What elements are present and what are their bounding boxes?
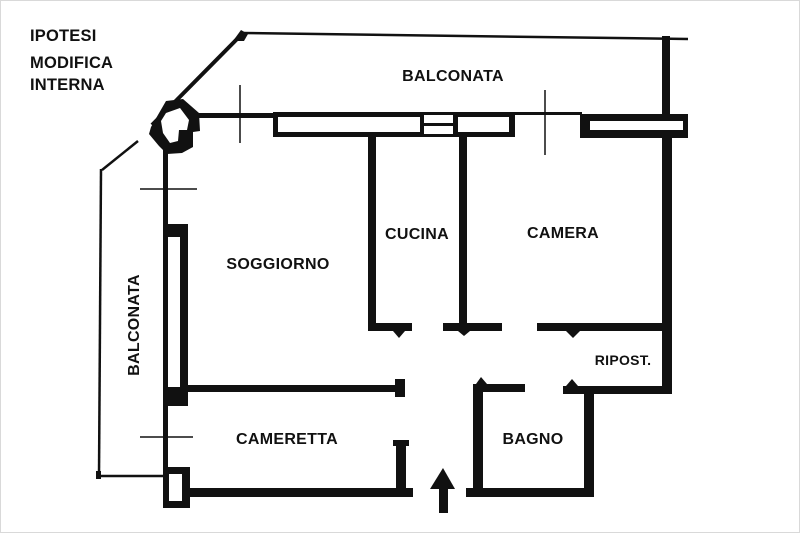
wall-segment <box>187 385 405 392</box>
window-glass <box>458 117 509 132</box>
wall-segment <box>188 488 413 497</box>
room-label-balconata-top: BALCONATA <box>402 68 504 85</box>
parapet-node <box>96 471 101 479</box>
room-label-cucina: CUCINA <box>385 226 449 243</box>
wall-segment <box>459 136 467 331</box>
door-mark <box>566 379 578 386</box>
room-label-camera: CAMERA <box>527 225 599 242</box>
wall-segment <box>515 112 582 115</box>
parapet-line-diagonal-low <box>101 140 139 171</box>
corner-pillar <box>149 99 200 154</box>
room-label-soggiorno: SOGGIORNO <box>226 256 329 273</box>
room-label-bagno: BAGNO <box>502 431 563 448</box>
wall-segment <box>563 386 672 394</box>
wall-segment <box>466 488 594 497</box>
entrance-arrow-icon <box>430 468 455 513</box>
arrow-head <box>430 468 455 489</box>
title-line-2: MODIFICA <box>30 54 113 72</box>
wall-segment <box>537 323 667 331</box>
wall-segment <box>473 384 525 392</box>
wall-segment <box>197 113 275 118</box>
wall-segment <box>662 137 672 394</box>
wall-segment <box>584 392 594 497</box>
room-label-ripostiglio: RIPOST. <box>595 352 652 368</box>
door-mark <box>458 331 470 336</box>
wall-end-cap <box>395 379 405 397</box>
pillar-inner <box>161 108 189 143</box>
balcony-door-glass <box>424 115 453 123</box>
wall-segment <box>443 323 502 331</box>
window-glass <box>590 121 683 130</box>
window-glass <box>168 237 180 387</box>
wall-segment <box>473 384 483 497</box>
parapet-line-top <box>242 31 689 41</box>
room-label-cameretta: CAMERETTA <box>236 431 338 448</box>
parapet-line-left <box>97 168 103 477</box>
wall-segment <box>163 150 168 226</box>
title-line-3: INTERNA <box>30 76 105 94</box>
wall-end-cap <box>393 440 409 446</box>
room-label-balconata-left: BALCONATA <box>126 274 143 376</box>
window-glass <box>278 117 420 132</box>
balcony-door-glass <box>424 126 453 134</box>
arrow-stem <box>439 489 448 513</box>
window-glass <box>169 474 182 501</box>
wall-segment <box>396 442 406 497</box>
door-mark <box>566 331 580 338</box>
balcony-divider-wall <box>662 36 670 116</box>
door-mark <box>393 331 405 338</box>
title-line-1: IPOTESI <box>30 27 97 45</box>
wall-segment <box>368 136 376 331</box>
door-mark <box>476 377 487 384</box>
interior-walls <box>187 136 672 497</box>
wall-segment <box>163 404 168 468</box>
exterior-walls <box>163 36 688 508</box>
labels: IPOTESI MODIFICA INTERNA BALCONATA BALCO… <box>30 27 651 448</box>
wall-segment <box>368 323 412 331</box>
